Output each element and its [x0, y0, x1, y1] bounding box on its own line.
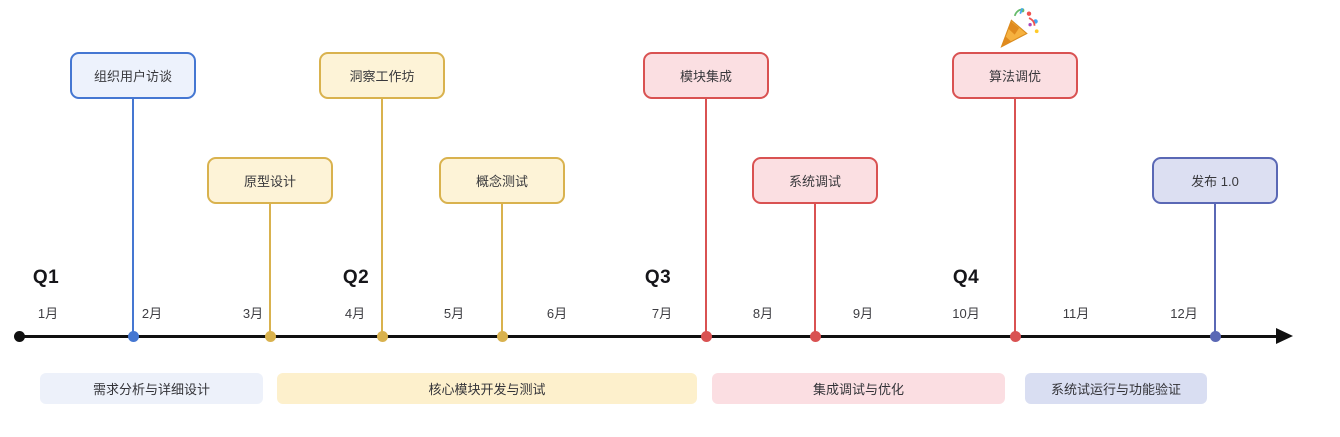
milestone-card: 原型设计	[207, 157, 333, 204]
milestone-label: 系统调试	[788, 174, 841, 189]
phase-bar: 集成调试与优化	[712, 373, 1005, 404]
month-label: 10月	[952, 306, 980, 321]
milestone-stem	[1214, 202, 1216, 338]
milestone-stem	[381, 97, 383, 338]
phase-label: 核心模块开发与测试	[428, 382, 546, 397]
milestone-card: 算法调优	[952, 52, 1078, 99]
month-label: 4月	[344, 306, 366, 321]
milestone-label: 发布 1.0	[1191, 174, 1239, 189]
month-label: 5月	[443, 306, 465, 321]
milestone-dot	[1210, 331, 1221, 342]
milestone-label: 算法调优	[988, 69, 1041, 84]
milestone-card: 系统调试	[752, 157, 878, 204]
milestone-dot	[497, 331, 508, 342]
month-label: 8月	[752, 306, 774, 321]
month-label: 6月	[546, 306, 568, 321]
milestone-stem	[814, 202, 816, 338]
milestone-card: 概念测试	[439, 157, 565, 204]
milestone-card: 洞察工作坊	[319, 52, 445, 99]
milestone-label: 原型设计	[243, 174, 296, 189]
party-popper-icon	[996, 5, 1040, 51]
timeline-start-dot	[14, 331, 25, 342]
month-label: 12月	[1170, 306, 1198, 321]
milestone-stem	[501, 202, 503, 338]
phase-label: 需求分析与详细设计	[92, 382, 210, 397]
milestone-stem	[1014, 97, 1016, 338]
phase-bar: 需求分析与详细设计	[40, 373, 263, 404]
timeline-axis	[20, 335, 1278, 338]
phase-label: 集成调试与优化	[812, 382, 904, 397]
quarter-label: Q4	[952, 267, 980, 288]
milestone-dot	[1010, 331, 1021, 342]
milestone-label: 模块集成	[679, 69, 732, 84]
milestone-card: 模块集成	[643, 52, 769, 99]
quarter-label: Q2	[342, 267, 370, 288]
milestone-stem	[705, 97, 707, 338]
milestone-stem	[132, 97, 134, 338]
month-label: 3月	[242, 306, 264, 321]
phase-label: 系统试运行与功能验证	[1050, 382, 1181, 397]
milestone-label: 概念测试	[475, 174, 528, 189]
quarter-label: Q3	[644, 267, 672, 288]
timeline-arrow-icon	[1276, 328, 1293, 344]
milestone-label: 洞察工作坊	[349, 69, 415, 84]
month-label: 7月	[651, 306, 673, 321]
milestone-dot	[701, 331, 712, 342]
milestone-dot	[810, 331, 821, 342]
milestone-card: 组织用户访谈	[70, 52, 196, 99]
month-label: 11月	[1062, 306, 1090, 321]
month-label: 1月	[37, 306, 59, 321]
milestone-card: 发布 1.0	[1152, 157, 1278, 204]
phase-bar: 核心模块开发与测试	[277, 373, 697, 404]
phase-bar: 系统试运行与功能验证	[1025, 373, 1207, 404]
month-label: 2月	[141, 306, 163, 321]
month-label: 9月	[852, 306, 874, 321]
quarter-label: Q1	[32, 267, 60, 288]
milestone-label: 组织用户访谈	[93, 69, 172, 84]
milestone-dot	[377, 331, 388, 342]
milestone-dot	[265, 331, 276, 342]
milestone-stem	[269, 202, 271, 338]
milestone-dot	[128, 331, 139, 342]
